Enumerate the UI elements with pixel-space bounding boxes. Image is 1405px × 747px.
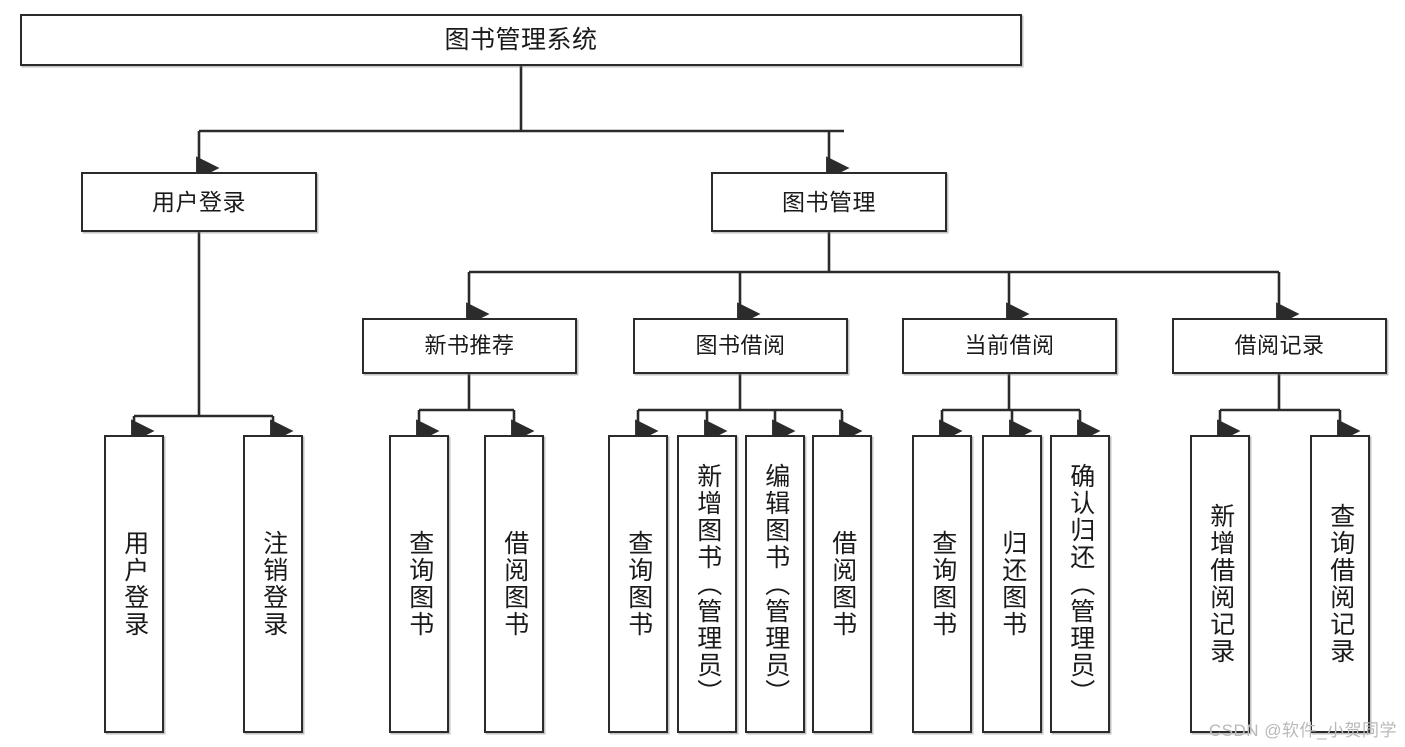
- node-leaf-rec-borrow-book-label: 借阅图书: [500, 530, 529, 638]
- node-root[interactable]: 图书管理系统: [20, 14, 1022, 66]
- node-current-loan-label: 当前借阅: [964, 333, 1055, 359]
- node-leaf-rec-borrow-book[interactable]: 借阅图书: [484, 435, 544, 733]
- node-leaf-confirm-return-label: 确认归还（管理员）: [1066, 462, 1095, 706]
- node-leaf-add-book-admin-label: 新增图书（管理员）: [693, 462, 722, 706]
- node-user-login-label: 用户登录: [152, 188, 246, 215]
- node-leaf-return-book-label: 归还图书: [998, 530, 1027, 638]
- node-book-manage-label: 图书管理: [782, 188, 876, 215]
- node-leaf-rec-query-book-label: 查询图书: [405, 530, 434, 638]
- node-leaf-borrow-book-label: 借阅图书: [828, 530, 857, 638]
- node-leaf-user-login[interactable]: 用户登录: [104, 435, 164, 733]
- node-leaf-borrow-book[interactable]: 借阅图书: [812, 435, 872, 733]
- node-leaf-return-book[interactable]: 归还图书: [982, 435, 1042, 733]
- node-leaf-add-book-admin[interactable]: 新增图书（管理员）: [677, 435, 737, 733]
- node-leaf-user-logout-label: 注销登录: [259, 530, 288, 638]
- node-leaf-query-loan-record[interactable]: 查询借阅记录: [1310, 435, 1370, 733]
- node-leaf-loan-query-book-label: 查询图书: [928, 530, 957, 638]
- node-leaf-add-loan-record[interactable]: 新增借阅记录: [1190, 435, 1250, 733]
- node-current-loan[interactable]: 当前借阅: [902, 318, 1117, 374]
- node-book-manage[interactable]: 图书管理: [711, 172, 947, 232]
- watermark: CSDN @软件_小贺同学: [1208, 721, 1397, 740]
- node-leaf-borrow-query-book-label: 查询图书: [624, 530, 653, 638]
- node-loan-record[interactable]: 借阅记录: [1172, 318, 1387, 374]
- node-leaf-borrow-query-book[interactable]: 查询图书: [608, 435, 668, 733]
- node-leaf-query-loan-record-label: 查询借阅记录: [1326, 503, 1355, 665]
- node-leaf-edit-book-admin-label: 编辑图书（管理员）: [761, 462, 790, 706]
- node-leaf-rec-query-book[interactable]: 查询图书: [389, 435, 449, 733]
- node-root-label: 图书管理系统: [444, 25, 598, 54]
- node-book-borrow-label: 图书借阅: [695, 333, 786, 359]
- node-book-borrow[interactable]: 图书借阅: [633, 318, 848, 374]
- node-leaf-add-loan-record-label: 新增借阅记录: [1206, 503, 1235, 665]
- node-new-book-rec[interactable]: 新书推荐: [362, 318, 577, 374]
- node-leaf-edit-book-admin[interactable]: 编辑图书（管理员）: [745, 435, 805, 733]
- node-leaf-user-login-label: 用户登录: [120, 530, 149, 638]
- node-new-book-rec-label: 新书推荐: [424, 333, 515, 359]
- node-leaf-user-logout[interactable]: 注销登录: [243, 435, 303, 733]
- node-loan-record-label: 借阅记录: [1234, 333, 1325, 359]
- node-leaf-confirm-return[interactable]: 确认归还（管理员）: [1050, 435, 1110, 733]
- node-user-login[interactable]: 用户登录: [81, 172, 317, 232]
- node-leaf-loan-query-book[interactable]: 查询图书: [912, 435, 972, 733]
